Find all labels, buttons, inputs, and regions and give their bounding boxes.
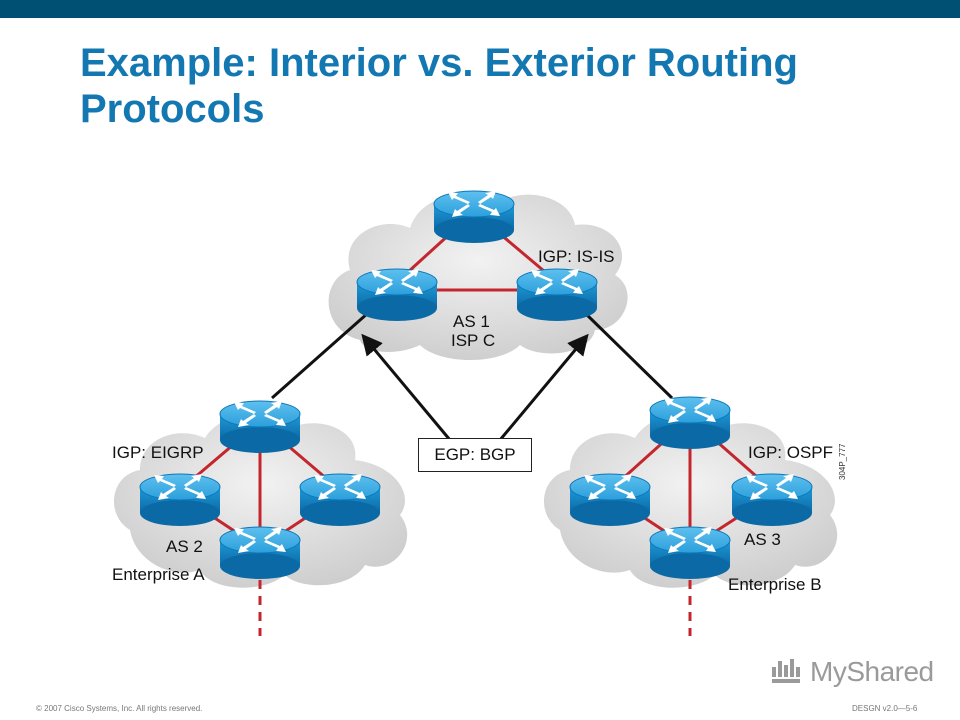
router-as1-left [356,268,438,322]
as3-igp-label: IGP: OSPF [748,443,833,462]
router-as3-bottom [649,526,731,580]
as2-igp-label: IGP: EIGRP [112,443,204,462]
as2-as-label: AS 2 [166,537,203,556]
bgp-arrows [361,333,589,441]
router-as3-top [649,396,731,450]
as3-as-label: AS 3 [744,530,781,549]
figure-code: 304P_777 [838,443,847,480]
watermark-text: MyShared [810,656,934,687]
cisco-logo-icon [772,659,800,683]
router-as1-top [433,190,515,244]
footer-course-code: DESGN v2.0—5-6 [852,704,918,713]
router-as3-right [731,473,813,527]
router-as2-top [219,400,301,454]
slide-title: Example: Interior vs. Exterior Routing P… [80,41,798,131]
router-as2-left [139,473,221,527]
as1-org-label: ISP C [451,331,495,350]
as2-org-label: Enterprise A [112,565,205,584]
top-bar [0,0,960,18]
router-as3-left [569,473,651,527]
egp-bgp-box: EGP: BGP [418,438,532,472]
router-as2-bottom [219,526,301,580]
as1-igp-label: IGP: IS-IS [538,247,615,266]
as1-as-label: AS 1 [453,312,490,331]
router-as1-right [516,268,598,322]
footer-copyright: © 2007 Cisco Systems, Inc. All rights re… [36,704,203,713]
dashed-uplinks [258,580,692,636]
inter-as-links [271,311,674,400]
router-as2-right [299,473,381,527]
watermark: MyShared [770,654,934,690]
as3-org-label: Enterprise B [728,575,822,594]
